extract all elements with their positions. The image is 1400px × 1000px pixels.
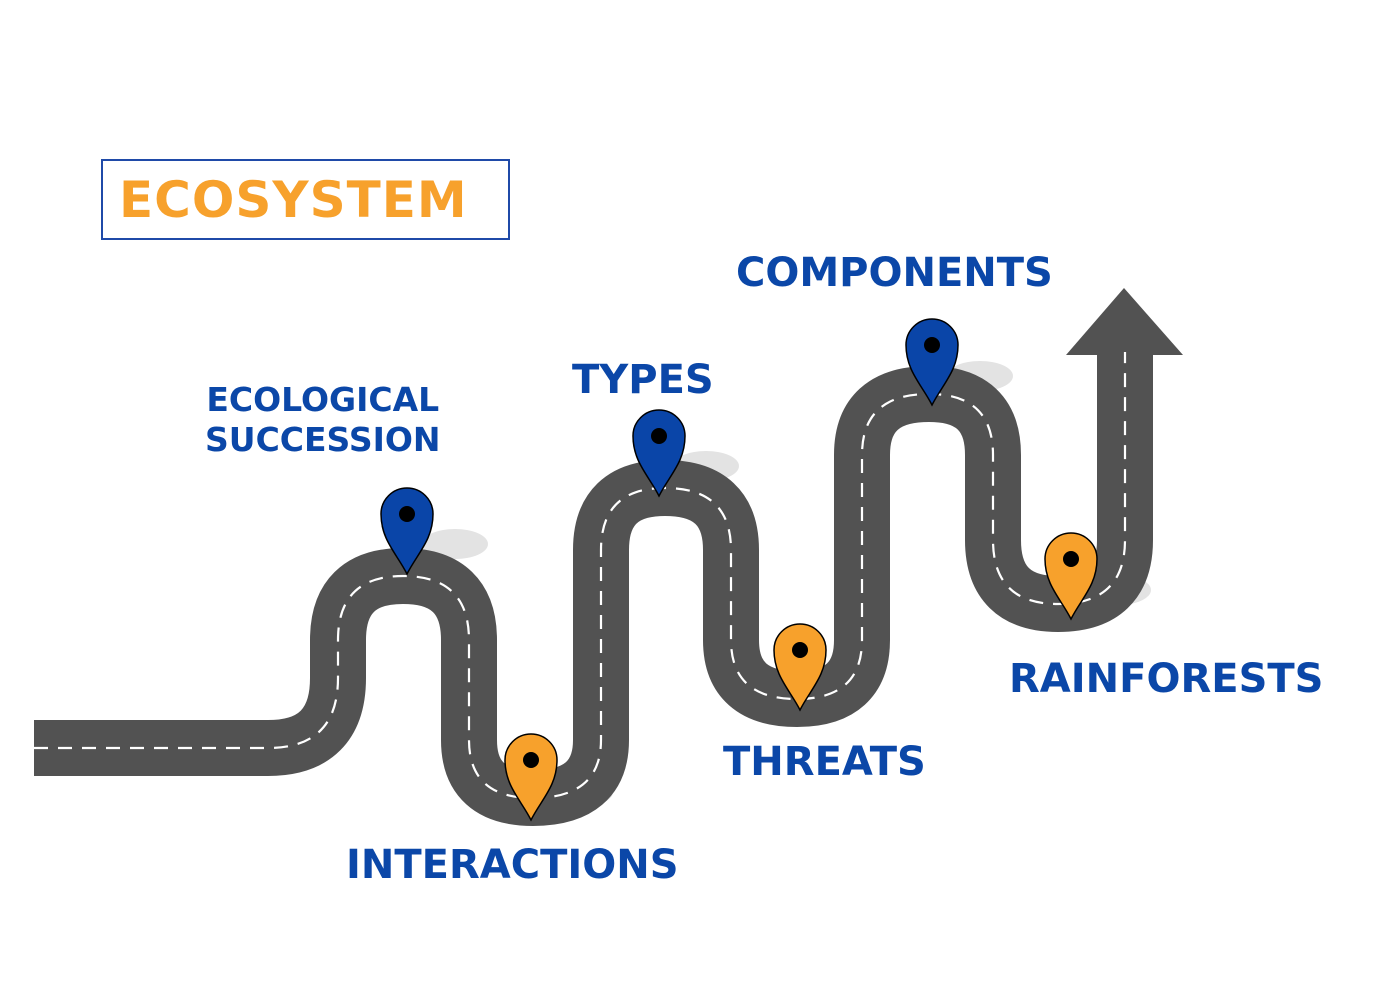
stop-label-line: SUCCESSION — [205, 419, 441, 459]
map-pin-icon — [632, 409, 686, 498]
stop-label-components: COMPONENTS — [736, 250, 1053, 296]
stop-label-line: ECOLOGICAL — [206, 380, 440, 419]
map-pin-icon — [1044, 532, 1098, 621]
stop-label-interactions: INTERACTIONS — [346, 842, 679, 888]
stop-label-ecological-succession: ECOLOGICAL SUCCESSION — [205, 380, 441, 459]
map-pin-icon — [905, 318, 959, 407]
stop-label-threats: THREATS — [723, 739, 926, 785]
page-title: ECOSYSTEM — [119, 170, 468, 229]
title-box: ECOSYSTEM — [101, 159, 510, 240]
road-body — [34, 352, 1153, 826]
stop-label-types: TYPES — [572, 357, 714, 403]
road-center-line — [34, 352, 1127, 800]
map-pin-icon — [380, 487, 434, 576]
stop-label-rainforests: RAINFORESTS — [1009, 656, 1324, 702]
map-pin-icon — [773, 623, 827, 712]
map-pin-icon — [504, 733, 558, 822]
up-arrow-icon — [1066, 288, 1183, 355]
pin-shadow — [422, 529, 488, 559]
